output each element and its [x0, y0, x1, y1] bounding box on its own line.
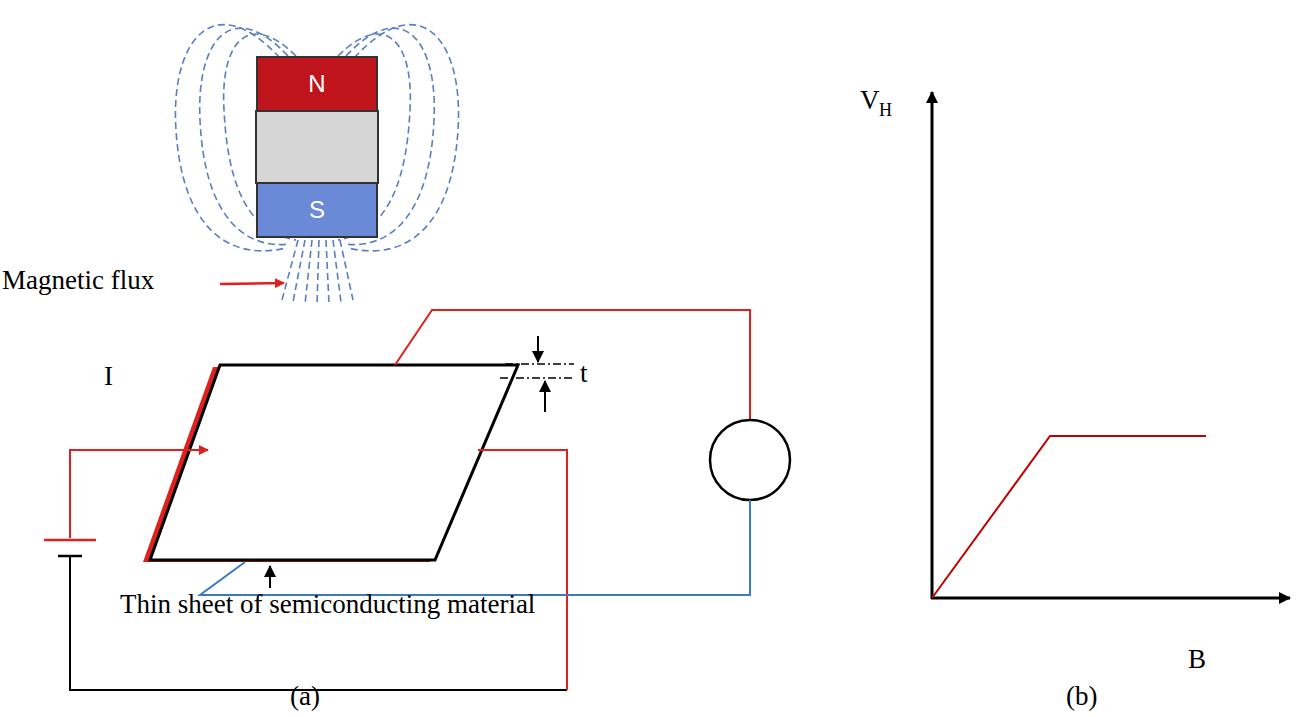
- magnet-pole: S: [256, 182, 378, 238]
- hall-voltage-graph: [931, 92, 1290, 599]
- semiconductor-sheet: [150, 365, 518, 560]
- part-label: Thin sheet of semiconducting material: [120, 590, 535, 620]
- current-circuit: [44, 450, 567, 690]
- magnet-body: [256, 111, 378, 183]
- leader-arrow: [220, 283, 284, 284]
- pole-letter: S: [309, 198, 325, 222]
- current-label: I: [104, 362, 113, 392]
- figure-label: (a): [290, 682, 320, 712]
- axis-label: B: [1188, 645, 1206, 675]
- figure-label: (b): [1066, 682, 1097, 712]
- thickness-label: t: [580, 359, 588, 389]
- axis-subscript: H: [879, 101, 892, 121]
- voltmeter-circuit: [200, 310, 790, 595]
- field-lines: [175, 25, 458, 305]
- pole-letter: N: [308, 72, 325, 96]
- magnet-pole: N: [256, 56, 378, 112]
- axis-label: V: [860, 86, 880, 116]
- leader-arrow: [269, 566, 271, 588]
- flux-label: Magnetic flux: [2, 266, 154, 296]
- thickness-marker: [500, 336, 574, 412]
